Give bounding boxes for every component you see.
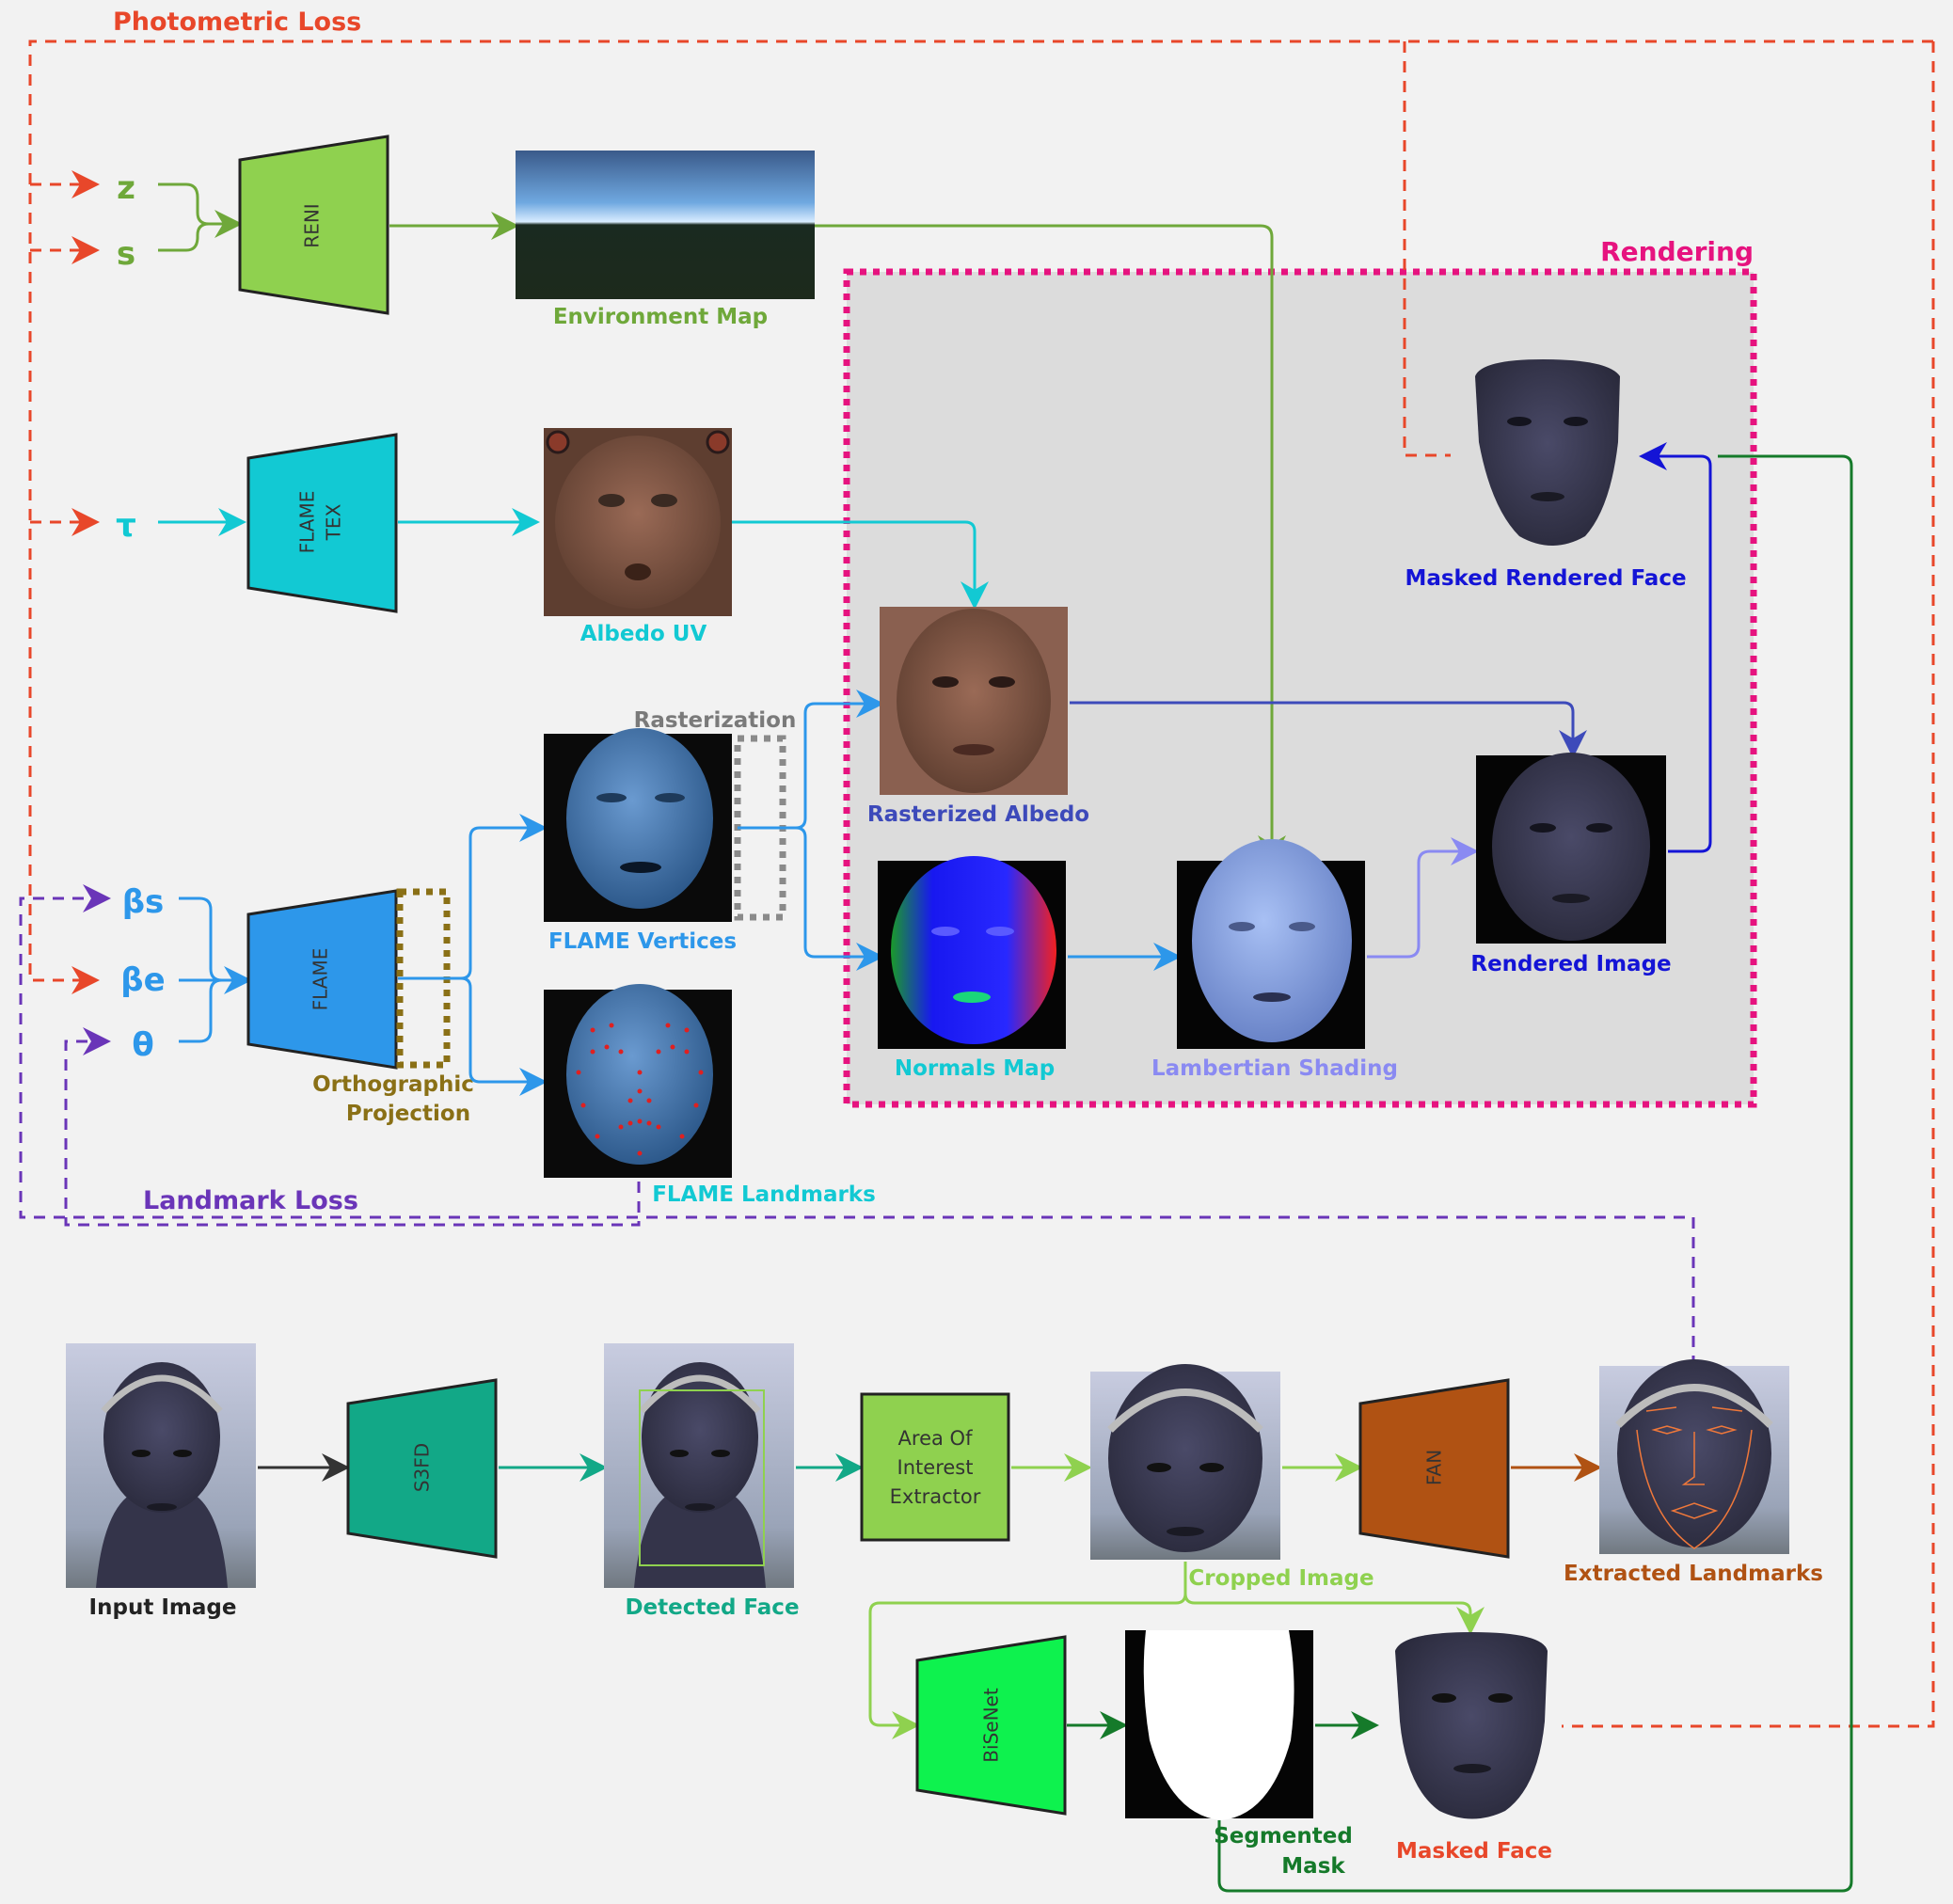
masked-face-image [1395, 1632, 1548, 1819]
rendering-title: Rendering [1600, 236, 1754, 267]
landmark-loss-arrowheads [83, 884, 111, 1055]
input-image-label: Input Image [89, 1595, 237, 1620]
rendered-image [1476, 753, 1666, 944]
landmark-loss-label: Landmark Loss [143, 1186, 358, 1215]
rasterization-label: Rasterization [634, 708, 797, 733]
flame-tex-network [246, 433, 398, 613]
bisenet-label: BiSeNet [980, 1688, 1003, 1763]
segmented-mask-image [1125, 1630, 1313, 1820]
reni-label: RENI [301, 203, 324, 247]
orthographic-label-line1: Orthographic [312, 1072, 474, 1097]
photometric-loss-arrowheads [71, 170, 100, 994]
aoi-label-line3: Extractor [890, 1485, 981, 1508]
environment-map-label: Environment Map [553, 305, 768, 329]
photometric-loss-path [28, 40, 1935, 1728]
flame-tex-label-line2: TEX [323, 503, 345, 541]
input-z: z [117, 169, 135, 207]
albedo-uv-label: Albedo UV [580, 622, 707, 646]
input-beta-s: βs [122, 883, 165, 921]
aoi-label-line1: Area Of [898, 1427, 974, 1450]
reni-input-brace [158, 182, 243, 252]
aoi-extractor [860, 1392, 1010, 1542]
masked-rendered-face-label: Masked Rendered Face [1405, 566, 1686, 591]
flame-vertices-label: FLAME Vertices [548, 929, 737, 954]
detected-face-image [604, 1343, 794, 1588]
rasterized-albedo-image [880, 607, 1068, 795]
flame-label: FLAME [310, 948, 332, 1011]
albedo-to-rasterized-arrow [732, 520, 989, 610]
fan-label: FAN [1423, 1450, 1446, 1485]
flame-network [246, 889, 398, 1070]
shading-to-rendered-arrow [1367, 837, 1479, 959]
flame-vertices-image [544, 728, 732, 922]
extracted-landmarks-label: Extracted Landmarks [1564, 1562, 1823, 1586]
segmented-mask-label-line2: Mask [1281, 1854, 1345, 1879]
environment-map-image [516, 151, 815, 299]
cropped-image [1090, 1364, 1280, 1560]
flame-landmarks-image [544, 984, 732, 1178]
fan-network [1358, 1378, 1510, 1559]
rasterized-albedo-label: Rasterized Albedo [867, 802, 1089, 827]
envmap-to-shading-arrow [815, 224, 1286, 864]
normals-map-label: Normals Map [895, 1056, 1055, 1081]
input-s: s [117, 235, 135, 273]
albedo-to-rendered-arrow [1070, 701, 1587, 758]
detected-face-label: Detected Face [625, 1595, 799, 1620]
flame-input-brace [179, 896, 252, 1043]
photometric-loss-label: Photometric Loss [113, 8, 361, 37]
rendered-image-label: Rendered Image [1470, 952, 1671, 976]
input-theta: θ [132, 1026, 153, 1064]
masked-rendered-face-image [1475, 359, 1620, 546]
s3fd-network [346, 1378, 498, 1559]
rasterization-output-branch [738, 690, 884, 971]
mask-to-render-return-path [1217, 454, 1853, 1893]
reni-network [238, 135, 389, 315]
normals-map-image [878, 856, 1066, 1049]
rendered-to-masked-arrow [1639, 442, 1712, 853]
orthographic-label-line2: Projection [346, 1102, 470, 1126]
cropped-branch [868, 1562, 1485, 1739]
flame-output-branch [398, 814, 548, 1096]
flame-tex-label-line1: FLAME [296, 491, 319, 554]
input-tau: τ [116, 507, 136, 545]
extracted-landmarks-image [1599, 1359, 1789, 1554]
s3fd-label: S3FD [411, 1443, 434, 1492]
input-image [66, 1343, 256, 1588]
input-beta-e: βe [120, 961, 165, 999]
lambertian-shading-label: Lambertian Shading [1151, 1056, 1398, 1081]
landmark-loss-path [19, 896, 1695, 1364]
bisenet-network [915, 1635, 1067, 1816]
aoi-label-line2: Interest [897, 1456, 974, 1479]
flame-landmarks-label: FLAME Landmarks [652, 1182, 876, 1207]
albedo-uv-image [544, 428, 732, 616]
segmented-mask-label-line1: Segmented [1214, 1824, 1353, 1848]
masked-face-label: Masked Face [1396, 1839, 1552, 1864]
lambertian-shading-image [1177, 839, 1365, 1049]
cropped-image-label: Cropped Image [1188, 1566, 1373, 1591]
